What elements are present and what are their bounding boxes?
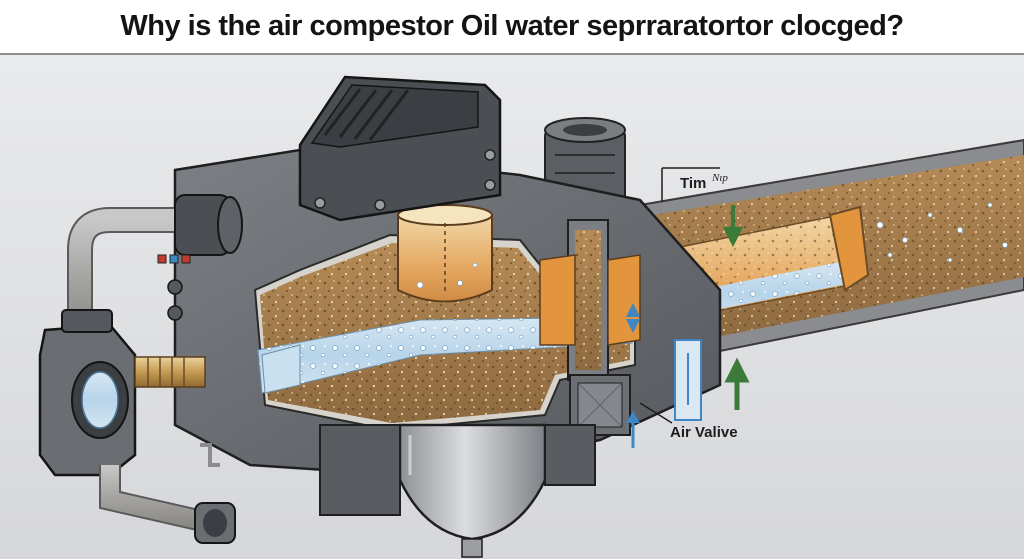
title-bar: Why is the air compestor Oil water seprr… xyxy=(0,0,1024,55)
oil-filter-canister xyxy=(397,204,493,303)
label-air-valve: Air Valive xyxy=(670,424,738,441)
label-nip: Nιp xyxy=(711,172,728,184)
arrow-up-blue-head xyxy=(626,411,640,423)
separator-illustration: Tim Nιp Air Valive xyxy=(0,55,1024,559)
valve-element xyxy=(539,219,641,436)
diagram-title: Why is the air compestor Oil water seprr… xyxy=(120,10,904,42)
label-tim: Tim xyxy=(680,175,706,192)
control-module xyxy=(298,75,502,222)
annotation-tim: Tim Nιp xyxy=(661,167,728,201)
flow-arrows xyxy=(626,205,750,448)
inlet-assembly xyxy=(38,194,243,544)
annotation-air-valve: Air Valive xyxy=(639,402,738,441)
drain-bowl xyxy=(319,423,596,558)
